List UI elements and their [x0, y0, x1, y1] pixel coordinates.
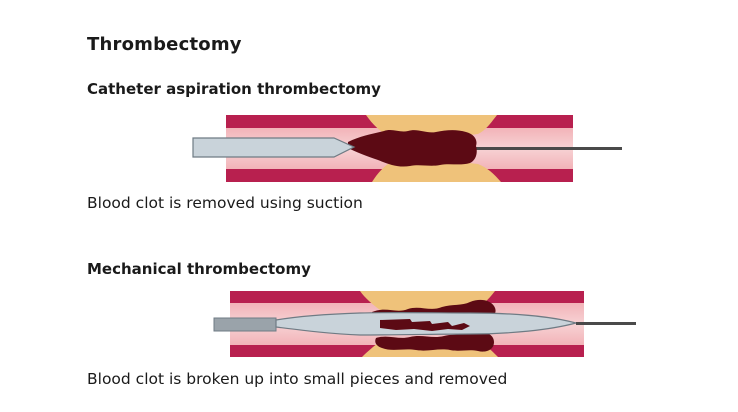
blood-clot [348, 130, 477, 167]
mechanical-illustration [213, 291, 636, 357]
page-title: Thrombectomy [87, 34, 242, 55]
plaque-top [366, 115, 497, 136]
aspiration-heading: Catheter aspiration thrombectomy [87, 80, 381, 98]
mechanical-caption: Blood clot is broken up into small piece… [87, 370, 508, 388]
catheter [213, 317, 277, 332]
aspiration-catheter[interactable] [192, 137, 356, 158]
blood-clot-fragment [375, 332, 494, 352]
plaque-bottom [372, 161, 501, 182]
aspiration-caption: Blood clot is removed using suction [87, 194, 363, 212]
mechanical-heading: Mechanical thrombectomy [87, 260, 311, 278]
aspiration-illustration [192, 115, 622, 182]
clot-in-stent [380, 319, 470, 331]
